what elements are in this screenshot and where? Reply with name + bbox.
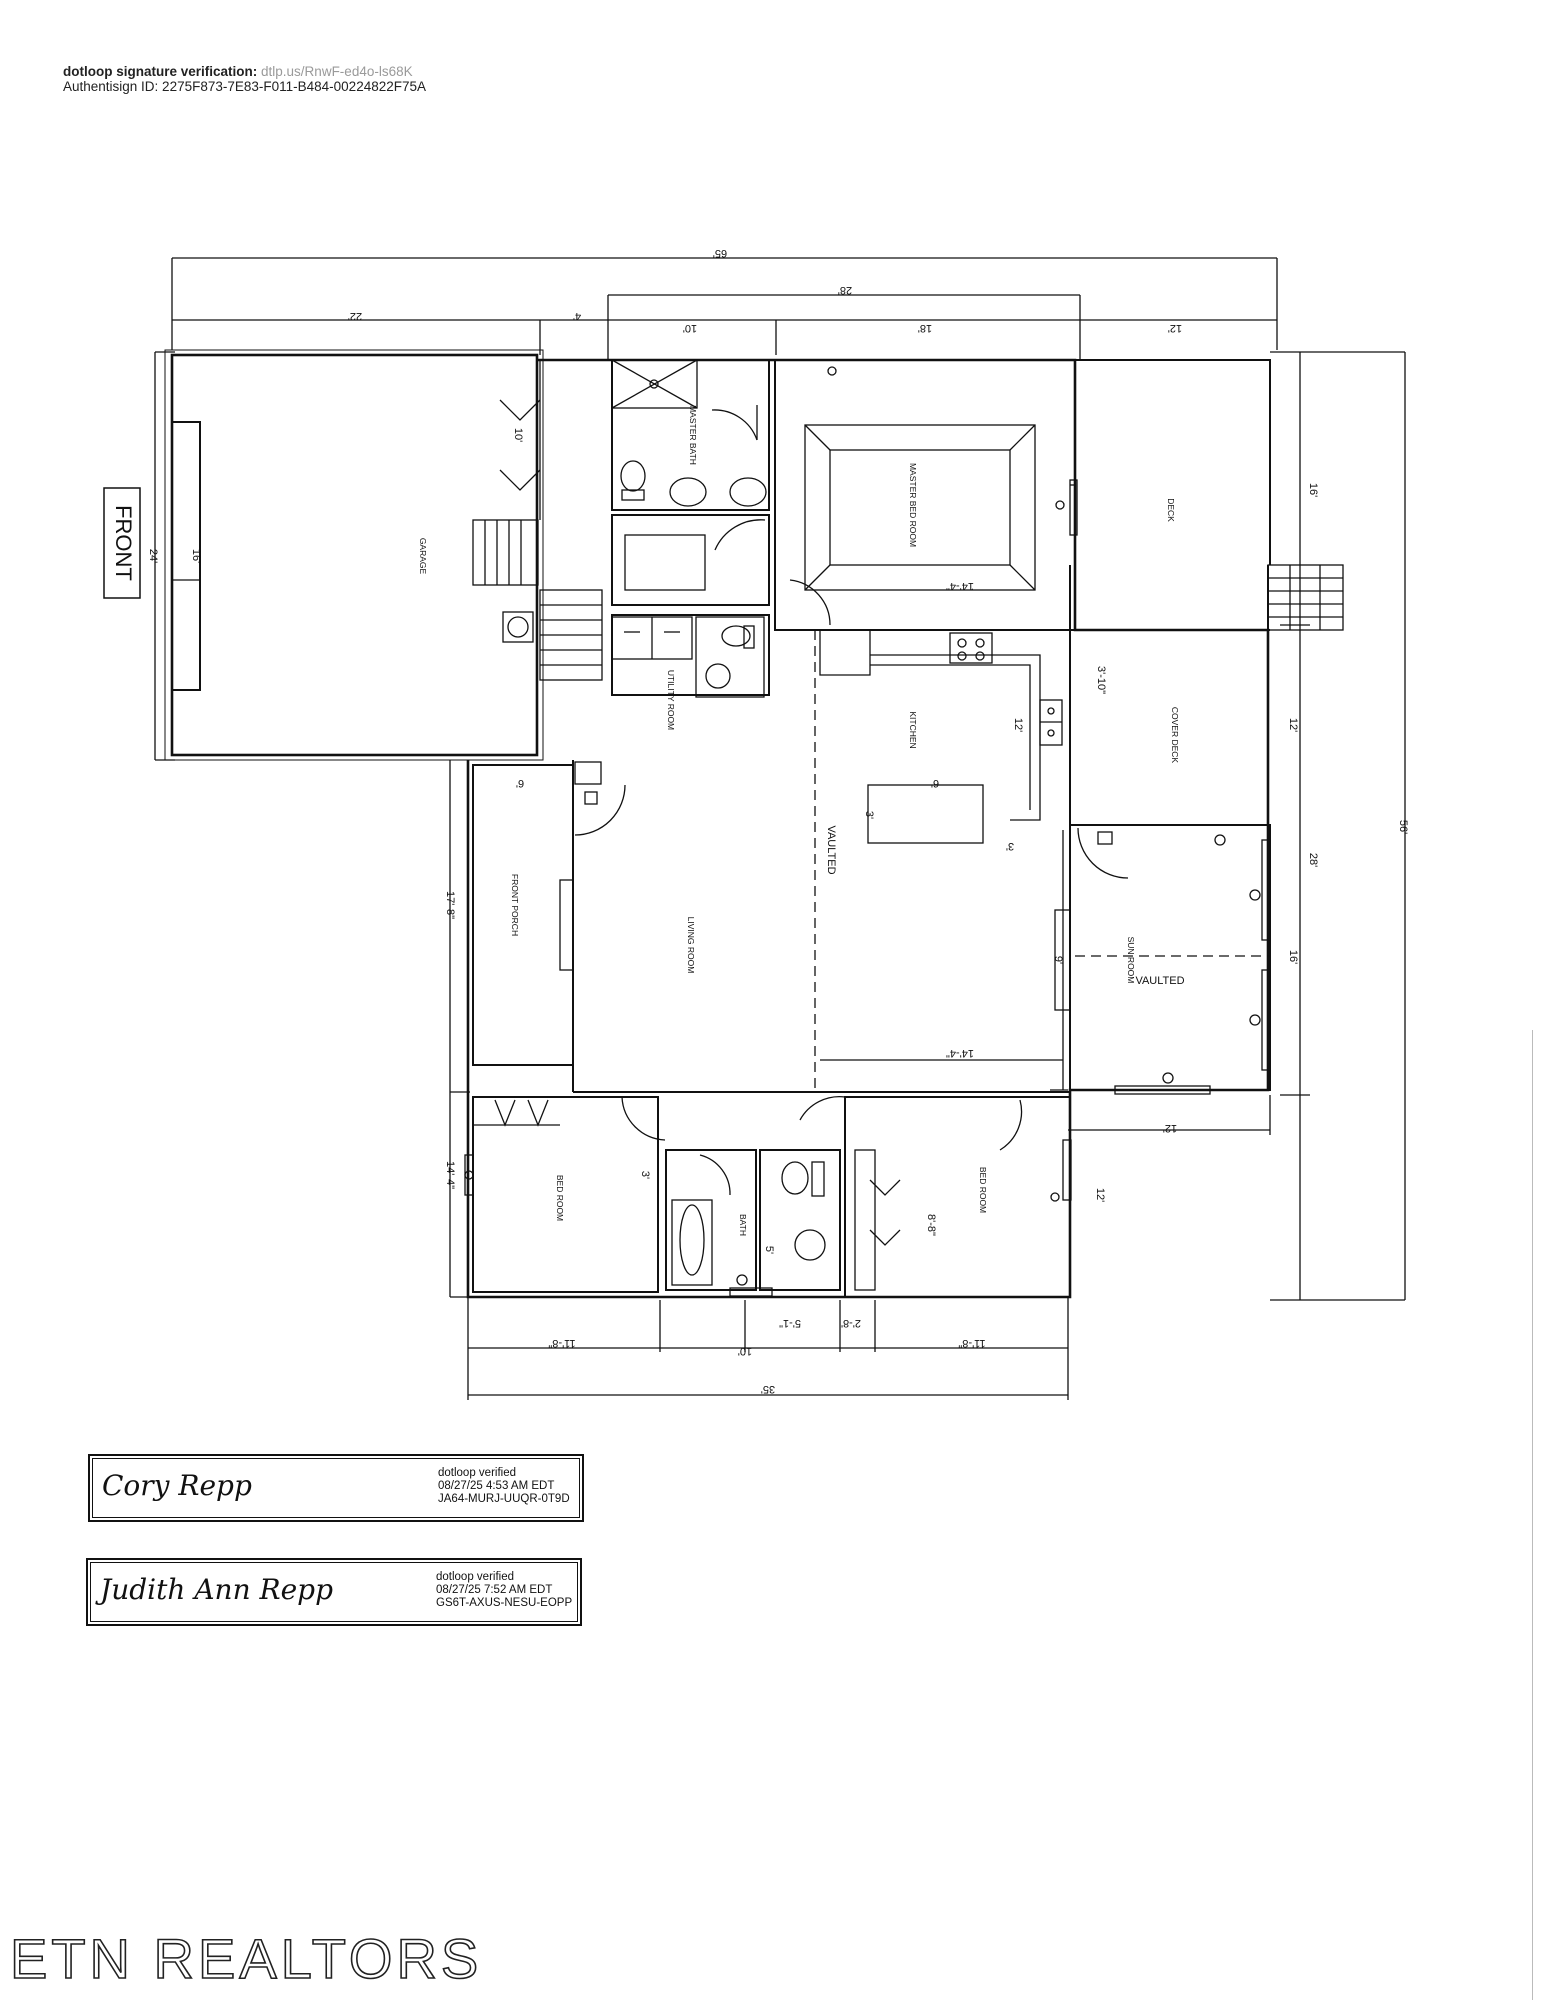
dim-bottom-11-8a: 11'-8" (548, 1337, 575, 1349)
dim-overall-56: 56' (1397, 820, 1409, 834)
dim-sun-12: 12' (1163, 1122, 1177, 1134)
living-room-label: LIVING ROOM (686, 917, 696, 974)
bedroom-left-label: BED ROOM (555, 1175, 565, 1221)
verification-label: dotloop signature verification: (63, 64, 258, 79)
dim-bath-3: 3' (639, 1171, 651, 1179)
signature-box-2: Judith Ann Repp dotloop verified 08/27/2… (86, 1558, 582, 1626)
signature-name-1: Cory Repp (102, 1469, 252, 1502)
signature-verified-1: dotloop verified (438, 1467, 516, 1479)
vaulted-living-label: VAULTED (825, 825, 837, 874)
dim-island-3b: 3' (1006, 840, 1014, 852)
dim-bottom-2-8: 2'-8" (839, 1317, 861, 1329)
front-label: FRONT (111, 505, 136, 581)
dim-porch-length: 17'-8" (444, 891, 456, 919)
verification-link[interactable]: dtlp.us/RnwF-ed4o-ls68K (261, 64, 413, 79)
dim-living-9: 9' (1052, 956, 1064, 964)
signature-verification-2: dotloop verified 08/27/25 7:52 AM EDT GS… (436, 1571, 572, 1610)
dim-deck-16: 16' (1307, 483, 1319, 497)
page-edge (1532, 1030, 1537, 2000)
dim-living-14-4: 14'-4" (946, 1047, 974, 1059)
dim-cover-deck-12: 12' (1287, 718, 1299, 732)
dim-closet-10: 10' (512, 428, 524, 442)
dim-bottom-5-1: 5'-1" (779, 1317, 801, 1329)
signature-verified-2: dotloop verified (436, 1571, 514, 1583)
dim-bottom-35: 35' (761, 1383, 775, 1395)
kitchen-label: KITCHEN (908, 711, 918, 748)
dim-master-bath-width: 10' (683, 322, 697, 334)
master-bedroom-label: MASTER BED ROOM (908, 463, 918, 547)
dim-bed-right-12: 12' (1094, 1188, 1106, 1202)
dim-bottom-11-8b: 11'-8" (958, 1337, 985, 1349)
cover-deck-label: COVER DECK (1170, 707, 1180, 764)
dim-master-height: 14'-4" (946, 580, 974, 592)
signature-date-2: 08/27/25 7:52 AM EDT (436, 1584, 553, 1596)
dim-garage-width: 22' (348, 310, 362, 322)
dim-master-bed-width: 18' (918, 322, 932, 334)
dim-garage-door: 16' (190, 549, 202, 563)
dim-right-28: 28' (1307, 853, 1319, 867)
master-bath-label: MASTER BATH (688, 405, 698, 465)
dim-closet-8-8: 8'-8" (925, 1214, 937, 1236)
utility-room-label: UTILITY ROOM (666, 670, 676, 730)
garage-label: GARAGE (418, 538, 428, 575)
bedroom-right-label: BED ROOM (978, 1167, 988, 1213)
dim-garage-depth: 24' (147, 549, 159, 563)
signature-name-2: Judith Ann Repp (100, 1573, 334, 1606)
signature-verification-1: dotloop verified 08/27/25 4:53 AM EDT JA… (438, 1467, 570, 1506)
vaulted-sun-label: VAULTED (1135, 975, 1184, 987)
brand-watermark: ETN REALTORS (9, 1926, 483, 1991)
dim-bath-5: 5' (763, 1246, 775, 1254)
signature-date-1: 08/27/25 4:53 AM EDT (438, 1480, 555, 1492)
dim-sun-16: 16' (1287, 950, 1299, 964)
dim-gap-4: 4' (573, 310, 581, 322)
signature-box-1: Cory Repp dotloop verified 08/27/25 4:53… (88, 1454, 584, 1522)
dim-deck-width: 12' (1168, 322, 1182, 334)
dim-island-3: 3' (863, 811, 875, 819)
dim-kitchen-3-10: 3'-10" (1095, 666, 1107, 694)
dim-kitchen-12: 12' (1012, 718, 1024, 732)
front-label-box (103, 487, 141, 599)
signature-code-2: GS6T-AXUS-NESU-EOPP (436, 1597, 573, 1609)
garage-walls (170, 353, 539, 757)
dim-bed-left-height: 14'-4" (444, 1161, 456, 1189)
dim-overall-width: 65' (713, 247, 727, 259)
authentisign-id: Authentisign ID: 2275F873-7E83-F011-B484… (63, 79, 426, 94)
bath-label: BATH (738, 1214, 748, 1236)
sun-room-label: SUN ROOM (1126, 937, 1136, 984)
signature-code-1: JA64-MURJ-UUQR-0T9D (438, 1493, 570, 1505)
dim-island-width: 6' (931, 777, 939, 789)
dim-master-span: 28' (838, 284, 852, 296)
verification-header: dotloop signature verification: dtlp.us/… (63, 64, 426, 94)
dim-bottom-10: 10' (738, 1345, 752, 1357)
front-porch-label: FRONT PORCH (510, 874, 520, 936)
deck-label: DECK (1166, 498, 1176, 522)
dim-porch-width: 6' (516, 777, 524, 789)
